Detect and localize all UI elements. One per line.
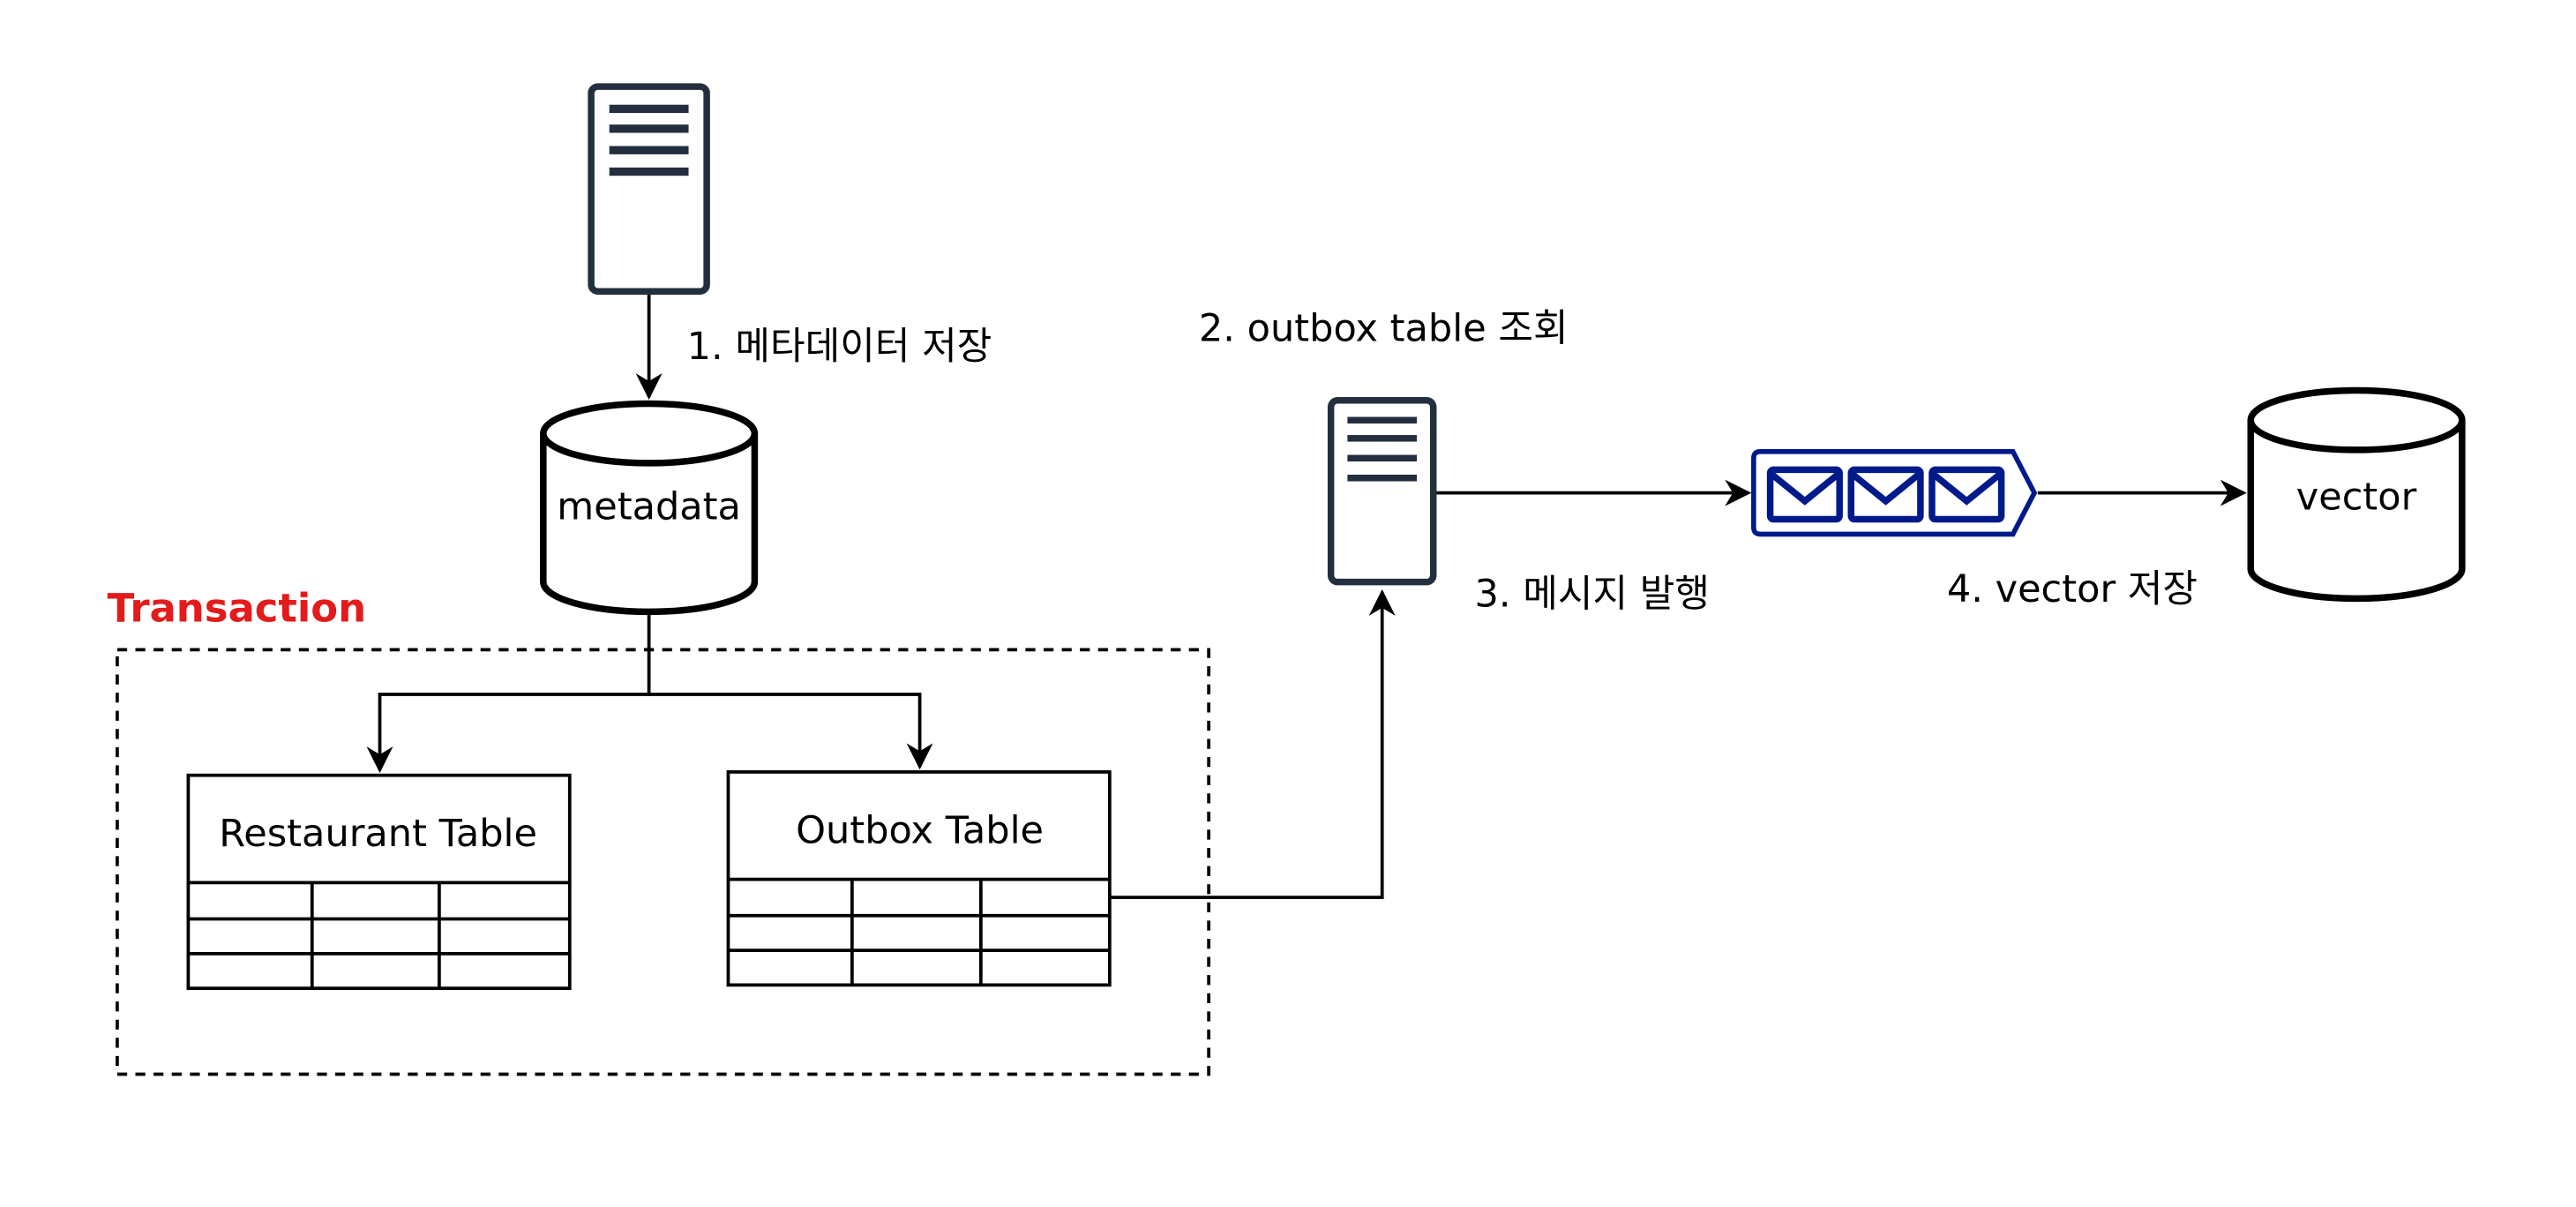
outbox-table-label: Outbox Table: [796, 808, 1044, 852]
vector-database-icon: [2247, 386, 2466, 603]
envelope-icon: [1766, 466, 1843, 523]
envelope-icon: [1928, 466, 2005, 523]
restaurant-table: [186, 773, 572, 990]
message-queue-icon: [1751, 448, 2038, 537]
vector-db-label: vector: [2296, 475, 2417, 519]
arrow-metadata-to-outbox: [648, 693, 933, 770]
step4-label: 4. vector 저장: [1947, 567, 2198, 611]
transaction-boundary: [116, 648, 1211, 1076]
envelope-icon: [1847, 466, 1924, 523]
transaction-label: Transaction: [108, 585, 366, 632]
metadata-database-icon: [540, 400, 759, 616]
relay-server-icon: [1327, 397, 1437, 586]
step3-label: 3. 메시지 발행: [1475, 573, 1710, 617]
app-server-icon: [588, 83, 710, 295]
step2-label: 2. outbox table 조회: [1199, 306, 1569, 350]
metadata-db-label: metadata: [557, 485, 741, 529]
outbox-table: [726, 770, 1112, 987]
arrow-outbox-to-relay: [1109, 589, 1396, 900]
step1-label: 1. 메타데이터 저장: [687, 325, 992, 369]
arrow-metadata-to-restaurant: [366, 615, 651, 774]
restaurant-table-label: Restaurant Table: [219, 812, 537, 856]
